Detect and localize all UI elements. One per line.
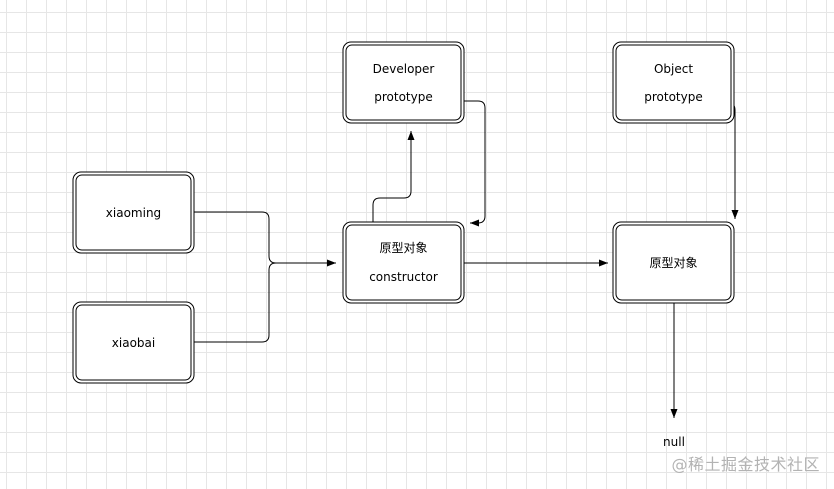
proto-developer-title: 原型对象 [379,241,427,255]
watermark: @稀土掘金技术社区 [671,455,820,474]
node-developer: Developer prototype [342,41,465,124]
edge-xiaobai-to-proto-developer [193,262,336,343]
object-prototype-field: prototype [644,90,702,104]
xiaobai-label: xiaobai [112,336,155,350]
xiaoming-label: xiaoming [106,206,161,220]
node-proto-developer: 原型对象 constructor [342,221,465,304]
object-title: Object [654,62,693,76]
node-xiaobai: xiaobai [72,301,195,384]
node-object: Object prototype [612,41,735,124]
developer-prototype-field: prototype [374,90,432,104]
edge-developer-prototype-to-proto [434,100,486,227]
null-label: null [663,435,685,449]
node-proto-object: 原型对象 [612,221,735,304]
node-xiaoming: xiaoming [72,171,195,254]
developer-title: Developer [373,62,435,76]
edge-constructor-to-developer [372,131,415,274]
proto-developer-constructor-field: constructor [369,270,438,284]
edge-xiaoming-to-proto-developer [193,211,336,267]
proto-object-title: 原型对象 [649,256,697,270]
